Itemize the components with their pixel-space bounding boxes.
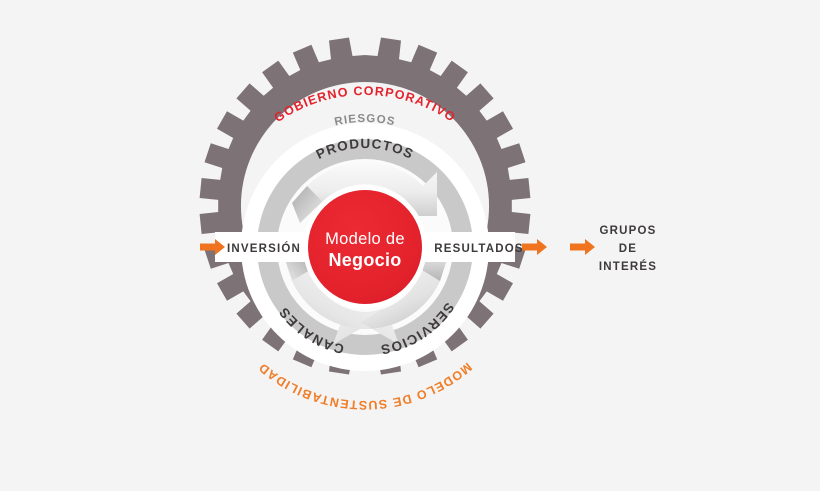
center-label-line2: Negocio <box>328 250 401 270</box>
arrow-inversion-icon <box>200 239 225 255</box>
center-circle[interactable] <box>308 190 422 304</box>
grupos-line2: DE <box>619 243 637 255</box>
grupos-line1: GRUPOS <box>599 225 656 237</box>
label-resultados: RESULTADOS <box>434 243 524 255</box>
arrow-resultados-icon <box>522 239 547 255</box>
label-inversion: INVERSIÓN <box>227 242 301 255</box>
arrow-grupos-interes-icon <box>570 239 595 255</box>
segment-productos <box>292 161 437 223</box>
label-riesgos: RIESGOS <box>333 113 396 129</box>
label-grupos-de-interes: GRUPOS DE INTERÉS <box>599 225 657 273</box>
grupos-line3: INTERÉS <box>599 260 657 273</box>
center-label-line1: Modelo de <box>325 230 405 248</box>
